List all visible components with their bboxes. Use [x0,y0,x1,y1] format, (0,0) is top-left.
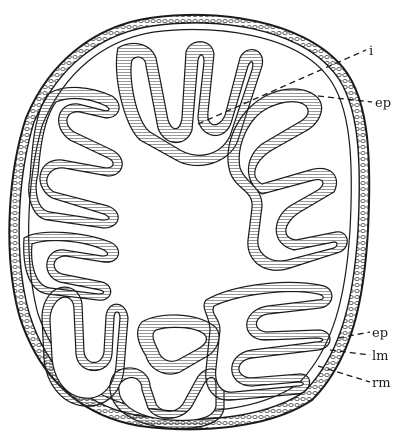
label-ep-lower: ep [372,327,388,340]
label-rm: rm [372,377,391,390]
label-i: i [369,45,373,58]
label-lm: lm [372,350,389,363]
label-ep-upper: ep [375,97,391,110]
